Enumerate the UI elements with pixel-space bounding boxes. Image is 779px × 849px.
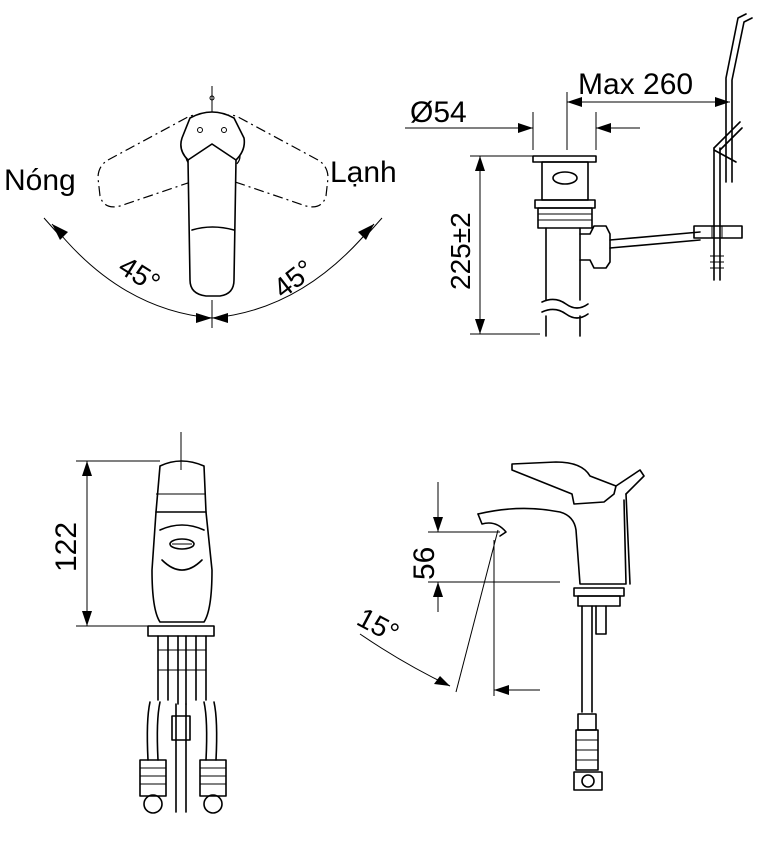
label-spout-angle: 15° — [352, 602, 404, 649]
side-view: 56 15° — [352, 461, 645, 791]
top-view: Nóng Lạnh 45° 45° — [4, 86, 397, 328]
label-cold: Lạnh — [330, 156, 397, 189]
label-max-length: Max 260 — [578, 68, 693, 101]
label-drain-height: 225±2 — [445, 212, 476, 290]
drain-view: Ø54 Max 260 225±2 — [405, 13, 753, 337]
label-spout-height: 56 — [408, 547, 441, 580]
label-angle-left: 45° — [113, 250, 165, 299]
label-hot: Nóng — [4, 164, 76, 197]
label-angle-right: 45° — [267, 254, 319, 304]
label-diameter: Ø54 — [410, 96, 467, 129]
label-faucet-height: 122 — [50, 522, 83, 572]
front-view: 122 — [50, 432, 227, 814]
